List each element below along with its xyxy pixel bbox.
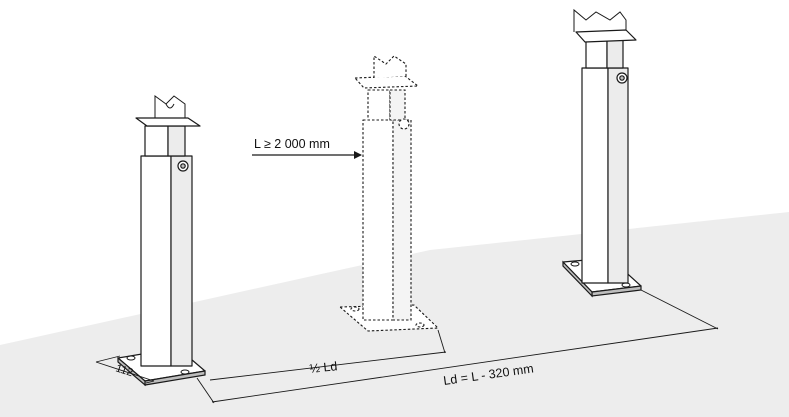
base-width-label: 112	[114, 362, 134, 379]
middle-post-lower-side	[392, 119, 412, 321]
left-post-upper-tube	[144, 125, 169, 157]
half-distance-label: ½ Ld	[309, 359, 338, 376]
right-post-lower-front	[581, 67, 609, 284]
half-distance-extension-mid	[437, 329, 446, 354]
half-distance-extension-left	[196, 377, 215, 404]
right-post-upper-tube	[585, 37, 608, 69]
left-post-bolt-hole	[126, 355, 136, 361]
distance-dimension-line	[211, 327, 719, 403]
left-post-top-bracket	[135, 117, 201, 127]
left-post	[117, 95, 206, 387]
distance-extension-right	[640, 289, 719, 330]
base-width-dimension-line	[95, 361, 155, 382]
half-distance-dimension-line	[209, 351, 447, 381]
right-post-top-bracket	[575, 29, 637, 43]
left-post-lower-front	[140, 155, 172, 367]
right-post-lower-side	[607, 67, 629, 284]
right-post	[562, 8, 642, 298]
middle-post-top-bracket	[354, 75, 419, 89]
length-condition-label: L ≥ 2 000 mm	[254, 137, 330, 151]
left-post-lower-side	[170, 155, 193, 367]
left-post-bolt-hole	[180, 369, 190, 375]
middle-post-lower-front	[362, 119, 394, 321]
middle-post-adjust-knob	[398, 118, 410, 130]
middle-post-dashed	[339, 55, 439, 332]
right-post-bolt-hole	[570, 261, 580, 267]
